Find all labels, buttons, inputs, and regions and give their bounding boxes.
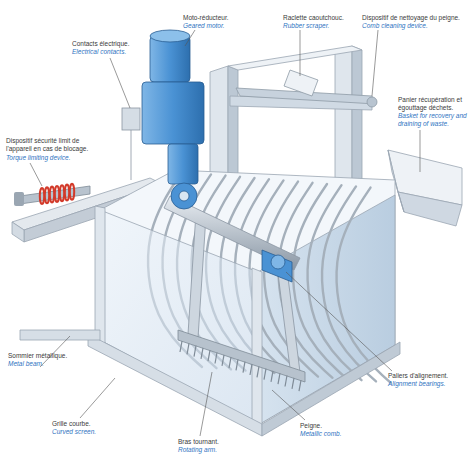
metal-beam xyxy=(262,342,400,436)
metal-beam xyxy=(20,330,400,436)
comb-tooth xyxy=(236,359,238,370)
metal-beam xyxy=(20,330,100,340)
rotating-arm xyxy=(188,212,206,338)
electrical-contacts xyxy=(122,108,140,180)
comb-tooth xyxy=(208,350,210,361)
leader-line xyxy=(300,30,301,76)
torque-limiter xyxy=(20,186,90,204)
comb-tooth xyxy=(215,353,217,364)
comb-tooth xyxy=(187,343,189,354)
alignment-bearing xyxy=(262,250,292,282)
screen-bar xyxy=(322,186,376,381)
part-name-english: Metallic comb. xyxy=(300,430,342,438)
part-name-french: Grille courbe. xyxy=(52,420,91,428)
part-name-french: Panier récupération et égouttage déchets… xyxy=(398,96,470,112)
left-rail xyxy=(12,222,24,242)
comb-tooth xyxy=(222,355,224,366)
comb-tooth xyxy=(271,371,273,382)
part-name-french: Sommier métallique. xyxy=(8,352,67,360)
comb-tooth xyxy=(257,366,259,377)
part-name-english: Comb cleaning device. xyxy=(362,22,428,30)
spring-coil xyxy=(55,186,59,202)
spring-coil xyxy=(65,185,69,201)
part-name-english: Alignment bearings. xyxy=(388,380,445,388)
part-name-english: Rotating arm. xyxy=(178,446,217,454)
geared-motor xyxy=(142,30,204,209)
comb-tooth xyxy=(278,373,280,384)
spring-coil xyxy=(50,187,54,203)
comb-tooth xyxy=(285,376,287,387)
leader-line xyxy=(40,336,70,367)
part-name-french: Paliers d'alignement. xyxy=(388,372,448,380)
comb-tooth xyxy=(243,362,245,373)
tank-front xyxy=(252,268,262,428)
comb-tooth xyxy=(292,378,294,389)
part-name-french: Moto-réducteur. xyxy=(183,14,229,22)
spring-coil xyxy=(60,185,64,201)
leader-line xyxy=(185,30,195,46)
comb-tooth xyxy=(299,380,301,391)
metallic-comb xyxy=(178,330,305,382)
spring-coil xyxy=(45,187,49,203)
leader-line xyxy=(30,163,42,186)
part-name-french: Dispositif sécurité limit de l'appareil … xyxy=(6,137,90,153)
geared-motor xyxy=(179,191,189,201)
geared-motor xyxy=(168,144,198,184)
scraper-arm xyxy=(284,70,318,96)
leader-line xyxy=(286,272,392,371)
geared-motor xyxy=(142,82,204,144)
tank xyxy=(100,170,395,425)
part-name-english: Basket for recovery and draining of wast… xyxy=(398,112,470,128)
geared-motor xyxy=(150,30,190,42)
torque-limiter xyxy=(14,192,24,206)
part-name-french: Dispositif de nettoyage du peigne. xyxy=(362,14,460,22)
part-name-english: Electrical contacts. xyxy=(72,48,126,56)
part-name-french: Contacts électrique. xyxy=(72,40,129,48)
part-name-french: Raclette caoutchouc. xyxy=(283,14,344,22)
metallic-comb xyxy=(178,330,305,391)
tank xyxy=(100,170,395,425)
spring-coil xyxy=(70,184,74,200)
comb-tooth xyxy=(201,348,203,359)
part-name-english: Curved screen. xyxy=(52,428,96,436)
alignment-bearing xyxy=(262,250,292,282)
part-name-english: Torque limiting device. xyxy=(6,154,70,162)
alignment-bearing xyxy=(271,255,285,269)
torque-limiter xyxy=(14,184,90,206)
leader-line xyxy=(110,58,130,108)
electrical-contacts xyxy=(131,130,132,180)
part-name-french: Bras tournant. xyxy=(178,438,219,446)
geared-motor xyxy=(171,183,197,209)
scraper-arm xyxy=(236,70,377,107)
electrical-contacts xyxy=(122,108,140,130)
spring-coil xyxy=(40,188,44,204)
waste-basket xyxy=(388,150,462,226)
frame-upright xyxy=(228,46,362,70)
leader-line xyxy=(372,30,378,96)
part-name-english: Rubber scraper. xyxy=(283,22,329,30)
waste-basket xyxy=(398,192,462,226)
comb-tooth xyxy=(250,364,252,375)
comb-tooth xyxy=(264,369,266,380)
leader-line xyxy=(420,130,421,172)
leader-line xyxy=(200,372,212,436)
comb-tooth xyxy=(180,341,182,352)
scraper-arm xyxy=(367,97,377,107)
leader-line xyxy=(30,30,420,436)
leader-line xyxy=(272,390,305,420)
part-name-english: Geared motor. xyxy=(183,22,225,30)
geared-motor xyxy=(150,36,190,82)
leader-line xyxy=(80,378,115,418)
part-name-french: Peigne. xyxy=(300,422,322,430)
comb-tooth xyxy=(194,346,196,357)
tank-front xyxy=(95,206,105,345)
part-name-english: Metal beam. xyxy=(8,360,44,368)
comb-tooth xyxy=(229,357,231,368)
